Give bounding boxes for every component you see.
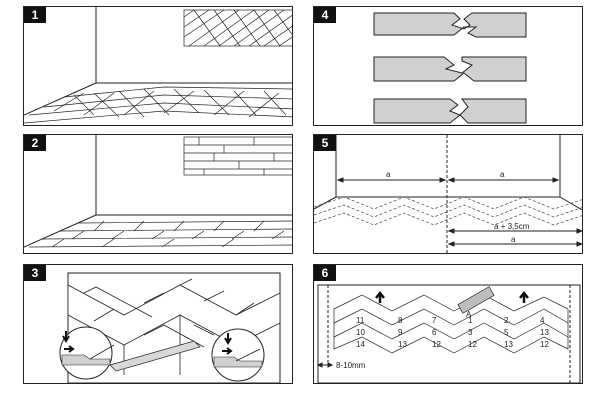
- joint-profile-3: [373, 98, 527, 124]
- dimension-a-right: [447, 177, 560, 183]
- step-4-illustration: [373, 12, 527, 124]
- plank-number: 12: [540, 340, 549, 349]
- plank-number: 7: [432, 316, 437, 325]
- plank-number: 14: [356, 340, 365, 349]
- plank-number: 1: [468, 316, 473, 325]
- dimension-a-left: [336, 177, 447, 183]
- plank-being-laid: [109, 340, 201, 372]
- wall-gap-dimension: [316, 362, 334, 368]
- step-2-illustration: [24, 135, 292, 248]
- dimension-label-a-left: a: [386, 170, 391, 179]
- step-5-illustration: a a a + 3,5cm a: [314, 135, 582, 253]
- brick-pattern-sample: [183, 136, 292, 176]
- joint-profile-1: [373, 12, 527, 38]
- left-zoom-circle: [59, 326, 115, 380]
- right-arrow-icon: [222, 347, 233, 355]
- step-4-panel: 4: [313, 6, 583, 126]
- step-number-badge: 6: [314, 265, 336, 281]
- plank-number-labels: 11 8 7 1 2 4 10 9 6 3 5 13 14 13 12 12 1…: [356, 316, 549, 349]
- dimension-a-plus: [447, 228, 582, 234]
- step-number-badge: 2: [24, 135, 46, 151]
- plank-label-a: A: [466, 310, 472, 319]
- herringbone-sample: [183, 9, 292, 47]
- plank-number: 13: [398, 340, 407, 349]
- herringbone-floor: [24, 86, 292, 124]
- step-6-illustration: A 11 8 7 1 2 4 10 9 6 3 5 13 14 13 12 12…: [316, 284, 581, 383]
- plank-number: 10: [356, 328, 365, 337]
- step-number-badge: 4: [314, 7, 336, 23]
- plank-number: 12: [432, 340, 441, 349]
- starter-plank-a: [457, 286, 495, 314]
- step-3-illustration: [59, 272, 281, 383]
- step-2-panel: 2: [23, 134, 293, 254]
- step-1-panel: 1: [23, 6, 293, 126]
- step-1-illustration: [24, 7, 292, 124]
- herringbone-layout: [333, 294, 569, 354]
- down-arrow-icon: [62, 331, 70, 343]
- joint-profile-2: [373, 56, 527, 82]
- dimension-a-bottom: [447, 241, 582, 247]
- plank-number: 4: [540, 316, 545, 325]
- wall-gap-label: 8-10mm: [336, 361, 366, 370]
- plank-number: 2: [504, 316, 509, 325]
- step-6-panel: 6 A 11 8 7 1 2 4 10 9 6 3 5 13 14 13 12: [313, 264, 583, 384]
- up-arrow-icon: [519, 290, 529, 303]
- step-5-panel: 5 a a a + 3,5cm a: [313, 134, 583, 254]
- step-number-badge: 3: [24, 265, 46, 281]
- step-3-panel: 3: [23, 264, 293, 384]
- dimension-label-a-bottom: a: [511, 235, 516, 244]
- dimension-label-a-right: a: [500, 170, 505, 179]
- plank-number: 5: [504, 328, 509, 337]
- step-number-badge: 1: [24, 7, 46, 23]
- plank-number: 13: [504, 340, 513, 349]
- plank-number: 13: [540, 328, 549, 337]
- down-arrow-icon: [224, 333, 232, 345]
- right-arrow-icon: [64, 345, 75, 353]
- plank-number: 9: [398, 328, 403, 337]
- up-arrow-icon: [375, 290, 385, 303]
- right-zoom-circle: [211, 328, 265, 382]
- plank-number: 12: [468, 340, 477, 349]
- plank-number: 6: [432, 328, 437, 337]
- dimension-label-a-plus: a + 3,5cm: [494, 222, 530, 231]
- plank-number: 8: [398, 316, 403, 325]
- dashed-herringbone-row: [314, 196, 582, 226]
- brick-pattern-floor: [28, 220, 292, 248]
- plank-number: 3: [468, 328, 473, 337]
- step-number-badge: 5: [314, 135, 336, 151]
- plank-number: 11: [356, 316, 365, 325]
